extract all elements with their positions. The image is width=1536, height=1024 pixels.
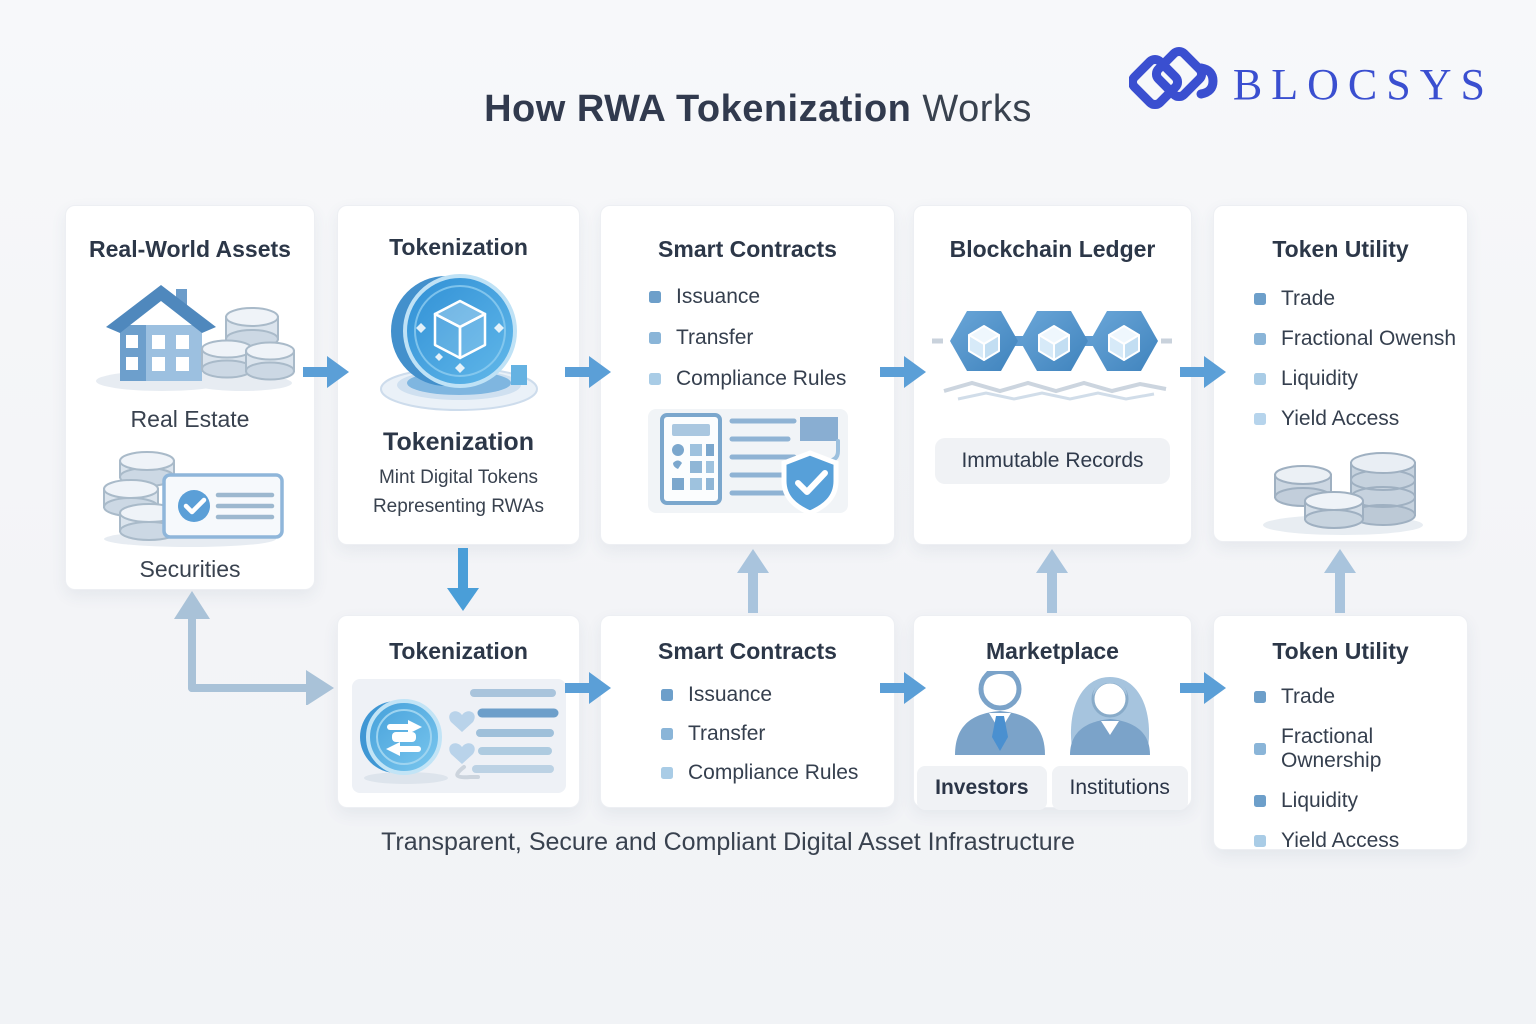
- bullet-square-icon: [1254, 333, 1266, 345]
- bullet-list: Trade Fractional Ownership Liquidity Yie…: [1254, 685, 1467, 853]
- bullet-label: Trade: [1281, 685, 1336, 708]
- immutable-records-badge: Immutable Records: [935, 438, 1170, 484]
- bullet-label: Fractional Owensh: [1281, 327, 1457, 350]
- arrow-right-icon: [1180, 354, 1226, 395]
- transfer-coin-list-icon: [351, 679, 566, 793]
- arrow-right-icon: [565, 670, 611, 711]
- card-heading: Marketplace: [986, 638, 1119, 664]
- card-smart-contracts-top: Smart Contracts Issuance Transfer Compli…: [600, 205, 895, 545]
- bullet-list: Trade Fractional Owensh Liquidity Yield …: [1254, 287, 1467, 431]
- arrow-down-icon: [445, 548, 481, 617]
- bullet-square-icon: [649, 291, 661, 303]
- bullet-item: Liquidity: [1254, 367, 1467, 391]
- bullet-square-icon: [1254, 293, 1266, 305]
- bullet-label: Fractional Ownership: [1281, 725, 1382, 772]
- institutions-badge: Institutions: [1051, 766, 1188, 810]
- card-heading: Token Utility: [1272, 638, 1409, 664]
- card-heading: Tokenization: [389, 638, 528, 664]
- house-and-coins-icon: [84, 275, 296, 400]
- arrow-right-icon: [565, 354, 611, 395]
- arrow-right-icon: [880, 354, 926, 395]
- card-tokenization-bottom: Tokenization: [337, 615, 580, 808]
- arrow-right-icon: [880, 670, 926, 711]
- bullet-item: Trade: [1254, 287, 1467, 311]
- item-label: Real Estate: [130, 406, 250, 432]
- card-heading: Real-World Assets: [89, 236, 291, 262]
- interlocked-diamonds-icon: [1127, 44, 1221, 125]
- bullet-label: Yield Access: [1281, 407, 1400, 430]
- bullet-label: Trade: [1281, 287, 1336, 310]
- bullet-label: Transfer: [688, 722, 766, 745]
- marketplace-badges: Investors Institutions: [914, 766, 1191, 810]
- item-label: Securities: [139, 556, 241, 582]
- bullet-item: Issuance: [649, 285, 894, 309]
- bullet-item: Fractional Ownership: [1254, 725, 1467, 773]
- bullet-square-icon: [649, 332, 661, 344]
- bullet-item: Compliance Rules: [649, 367, 894, 391]
- linked-blocks-icon: [928, 281, 1178, 412]
- card-blockchain-ledger: Blockchain Ledger: [913, 205, 1192, 545]
- bullet-item: Transfer: [661, 722, 894, 746]
- bullet-item: Trade: [1254, 685, 1467, 709]
- contract-document-shield-icon: [647, 409, 848, 516]
- bullet-square-icon: [1254, 373, 1266, 385]
- bullet-square-icon: [1254, 413, 1266, 425]
- card-description: Mint Digital Tokens Representing RWAs: [372, 467, 545, 518]
- bullet-label: Compliance Rules: [688, 761, 859, 784]
- card-heading: Token Utility: [1272, 236, 1409, 262]
- page-title-light: Works: [911, 88, 1032, 130]
- arrow-up-icon: [1034, 547, 1070, 618]
- brand-logo: BLOCSYS: [1127, 44, 1494, 125]
- elbow-arrow-icon: [160, 585, 350, 710]
- investors-badge: Investors: [917, 766, 1047, 810]
- arrow-right-icon: [303, 354, 349, 395]
- arrow-up-icon: [735, 547, 771, 618]
- bullet-item: Issuance: [661, 683, 894, 707]
- bullet-label: Transfer: [676, 326, 754, 349]
- card-token-utility-top: Token Utility Trade Fractional Owensh Li…: [1213, 205, 1468, 542]
- page-title: How RWA Tokenization Works: [0, 88, 1516, 131]
- card-subheading: Tokenization: [383, 428, 534, 456]
- coins-and-certificate-icon: [90, 447, 290, 552]
- bullet-label: Issuance: [676, 285, 761, 308]
- card-heading: Tokenization: [389, 234, 528, 260]
- bullet-square-icon: [1254, 795, 1266, 807]
- bullet-list: Issuance Transfer Compliance Rules: [649, 285, 894, 391]
- arrow-right-icon: [1180, 670, 1226, 711]
- bullet-item: Yield Access: [1254, 829, 1467, 853]
- arrow-up-icon: [1322, 547, 1358, 618]
- bullet-item: Compliance Rules: [661, 761, 894, 785]
- bullet-item: Transfer: [649, 326, 894, 350]
- page-title-bold: How RWA Tokenization: [484, 88, 912, 130]
- bullet-item: Fractional Owensh: [1254, 327, 1467, 351]
- bullet-label: Yield Access: [1281, 829, 1400, 852]
- bullet-square-icon: [1254, 691, 1266, 703]
- card-real-world-assets: Real-World Assets: [65, 205, 315, 590]
- bullet-label: Liquidity: [1281, 367, 1359, 390]
- bullet-label: Liquidity: [1281, 789, 1359, 812]
- coin-stack-icon: [1251, 437, 1431, 542]
- bullet-label: Issuance: [688, 683, 773, 706]
- bullet-item: Liquidity: [1254, 789, 1467, 813]
- card-heading: Smart Contracts: [658, 638, 837, 664]
- bullet-square-icon: [661, 728, 673, 740]
- card-marketplace: Marketplace Investo: [913, 615, 1192, 810]
- brand-logo-text: BLOCSYS: [1232, 60, 1494, 109]
- bullet-list: Issuance Transfer Compliance Rules: [661, 683, 894, 785]
- bullet-square-icon: [1254, 835, 1266, 847]
- bullet-square-icon: [649, 373, 661, 385]
- card-heading: Blockchain Ledger: [949, 236, 1156, 262]
- bullet-square-icon: [1254, 743, 1266, 755]
- card-token-utility-bottom: Token Utility Trade Fractional Ownership…: [1213, 615, 1468, 853]
- bullet-square-icon: [661, 689, 673, 701]
- bullet-square-icon: [661, 767, 673, 779]
- bullet-item: Yield Access: [1254, 407, 1467, 431]
- footer-caption: Transparent, Secure and Compliant Digita…: [381, 828, 1075, 856]
- token-coin-cube-icon: [369, 265, 549, 420]
- investor-institution-people-icon: [943, 666, 1163, 760]
- bullet-label: Compliance Rules: [676, 367, 847, 390]
- card-smart-contracts-bottom: Smart Contracts Issuance Transfer Compli…: [600, 615, 895, 808]
- card-tokenization-top: Tokenization: [337, 205, 580, 545]
- card-heading: Smart Contracts: [658, 236, 837, 262]
